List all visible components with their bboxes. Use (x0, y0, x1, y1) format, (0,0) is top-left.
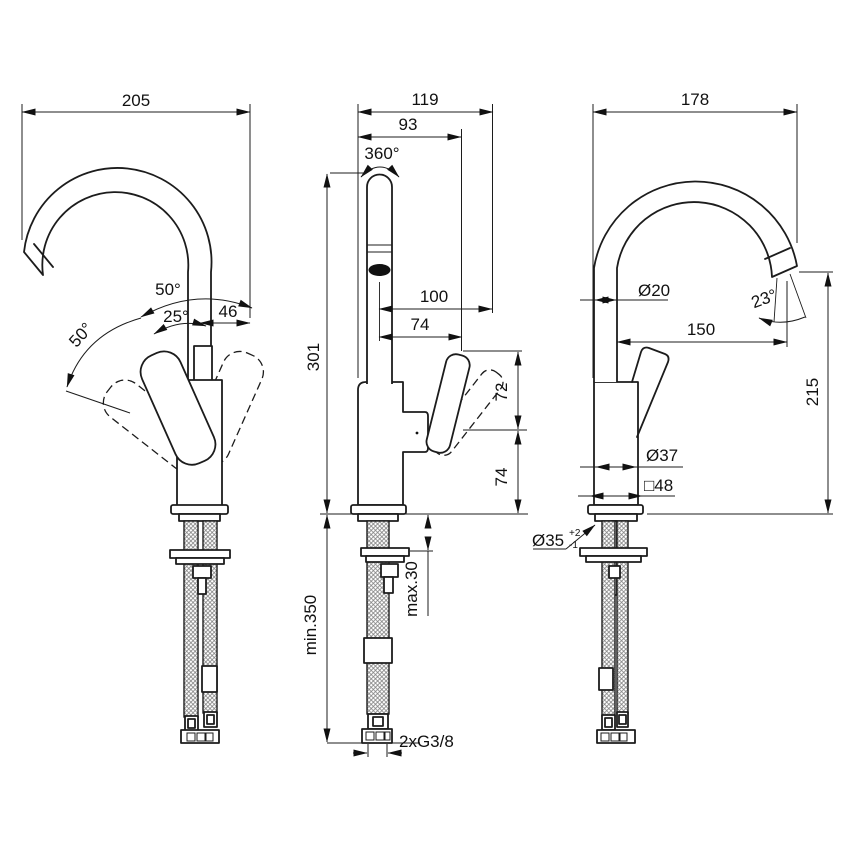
side-hoses (169, 520, 231, 744)
side-width-label: 205 (122, 91, 150, 110)
side-fixing-stud (197, 577, 207, 595)
front-pivot-mark (415, 431, 419, 435)
front-body (357, 381, 429, 506)
front-handle-lever (425, 353, 471, 454)
front-connection-label: 2xG3/8 (399, 732, 454, 751)
side-dimensions: 205 50° 25° 46 50° (21, 91, 253, 414)
side-cartridge-neck (193, 345, 213, 383)
rear-spout-cap-line (764, 247, 791, 260)
rear-fixing-nut (608, 565, 621, 579)
front-swivel-label: 360° (364, 144, 399, 163)
rear-spout-dia-label: Ø20 (638, 281, 670, 300)
rear-base (587, 504, 644, 522)
front-hose-sleeve (363, 637, 393, 664)
side-hose-sleeve (201, 665, 218, 693)
side-swing-lower-label: 50° (65, 319, 96, 351)
rear-reach-label: 150 (687, 320, 715, 339)
rear-spout (593, 180, 798, 382)
rear-mounting-bracket (579, 547, 648, 557)
rear-width-label: 178 (681, 90, 709, 109)
rear-handle-lever (631, 346, 670, 438)
rear-view: 178 Ø20 23° 150 215 Ø37 □48 (532, 90, 833, 744)
side-base (170, 504, 229, 522)
side-swing-upper-label: 50° (155, 280, 181, 299)
front-width-label: 119 (411, 90, 438, 109)
front-dimensions: 119 93 360° 100 74 301 min.350 72 74 (301, 90, 528, 757)
front-aerator (367, 244, 392, 276)
front-spout-offset-label: 93 (399, 115, 418, 134)
side-tilt-label: 25° (163, 307, 189, 326)
front-hose-length-label: min.350 (301, 595, 320, 655)
side-fixing-nut (192, 565, 212, 579)
side-mounting-bracket (169, 549, 231, 559)
rear-hose-sleeve (598, 667, 614, 691)
front-fixing-nut (380, 563, 399, 578)
side-handle-lever (139, 350, 217, 466)
rear-body-dia-label: Ø37 (646, 446, 678, 465)
front-height-label: 301 (304, 343, 323, 371)
front-spout-pipe (366, 173, 393, 384)
rear-height-label: 215 (803, 378, 822, 406)
front-reach-aerator-label: 74 (411, 315, 430, 334)
front-lever-below-label: 74 (492, 468, 511, 487)
front-hose (360, 520, 410, 744)
front-view: 119 93 360° 100 74 301 min.350 72 74 (301, 90, 528, 757)
rear-hole-tol-minus-label: -1 (569, 540, 578, 551)
front-base (350, 504, 407, 522)
rear-hole-dia-label: Ø35 (532, 531, 564, 550)
side-spout-cap-line (33, 243, 54, 268)
front-mounting-bracket (360, 547, 410, 557)
side-spout (23, 167, 213, 382)
front-lever-above-label: 72 (492, 383, 511, 402)
side-offset-label: 46 (219, 302, 238, 321)
front-reach-outer-label: 100 (420, 287, 448, 306)
side-view: 205 50° 25° 46 50° (21, 91, 265, 744)
rear-hole-tol-plus-label: +2 (569, 528, 581, 539)
rear-base-square-label: □48 (644, 476, 673, 495)
rear-hoses (579, 520, 648, 744)
rear-body (593, 381, 639, 506)
front-deck-thickness-label: max.30 (402, 561, 421, 617)
rear-dimensions: 178 Ø20 23° 150 215 Ø37 □48 (532, 90, 833, 551)
front-fixing-stud (383, 576, 394, 594)
